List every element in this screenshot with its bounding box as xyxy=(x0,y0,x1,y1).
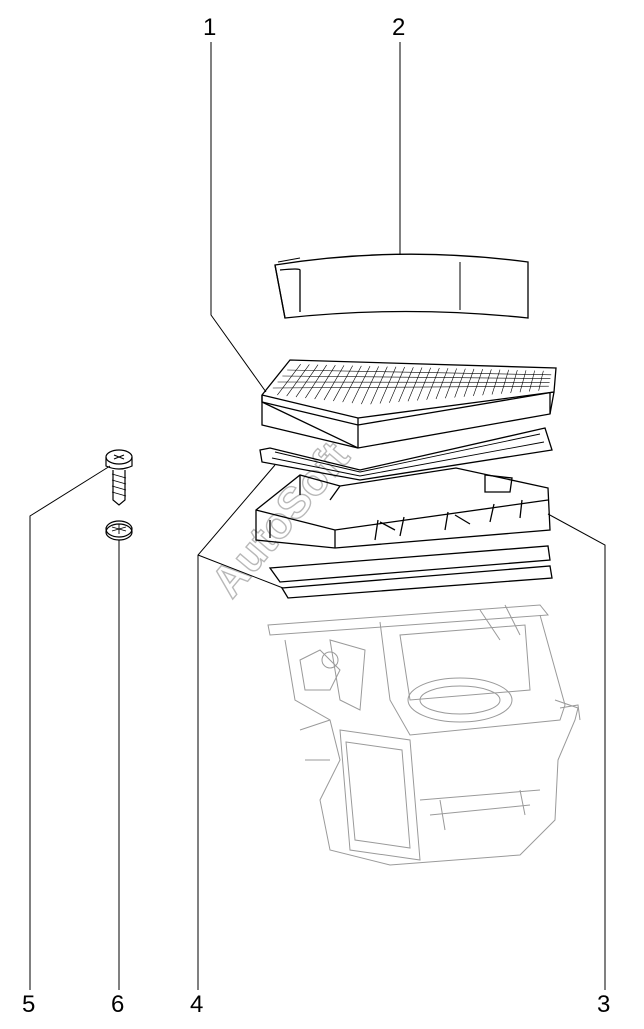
callout-4: 4 xyxy=(190,993,203,1017)
watermark: AutoSoft xyxy=(202,432,359,606)
filter-pleat-line xyxy=(511,370,518,393)
part-2-cover xyxy=(275,254,528,318)
callout-2: 2 xyxy=(392,16,405,40)
filter-pleat-line xyxy=(287,364,310,396)
part-4-gasket-lower xyxy=(270,546,552,598)
callout-1: 1 xyxy=(203,16,216,40)
filter-grid-line xyxy=(282,376,550,379)
filter-pleat-line xyxy=(520,370,526,392)
filter-pleat-line xyxy=(380,367,396,404)
part-5-screw xyxy=(106,450,132,505)
callout-6: 6 xyxy=(111,993,124,1017)
filter-grid-line xyxy=(273,386,549,388)
callout-5: 5 xyxy=(22,993,35,1017)
part-1-filter xyxy=(262,360,556,448)
leader-lines xyxy=(30,42,605,990)
filter-pleat-line xyxy=(305,365,326,398)
filter-pleat-line xyxy=(529,371,534,392)
filter-pleat-line xyxy=(277,364,300,395)
leader-1 xyxy=(211,42,266,392)
filter-pleat-line xyxy=(296,365,318,397)
callout-3: 3 xyxy=(597,993,610,1017)
filter-pleat-line xyxy=(539,371,544,391)
leader-3 xyxy=(548,514,605,990)
filter-pleat-line xyxy=(501,370,508,394)
part-6-washer xyxy=(106,521,132,540)
blower-assembly-ghost xyxy=(268,605,580,865)
leader-5 xyxy=(30,466,110,990)
filter-pleat-line xyxy=(371,367,388,405)
filter-pleat-line xyxy=(361,366,378,404)
